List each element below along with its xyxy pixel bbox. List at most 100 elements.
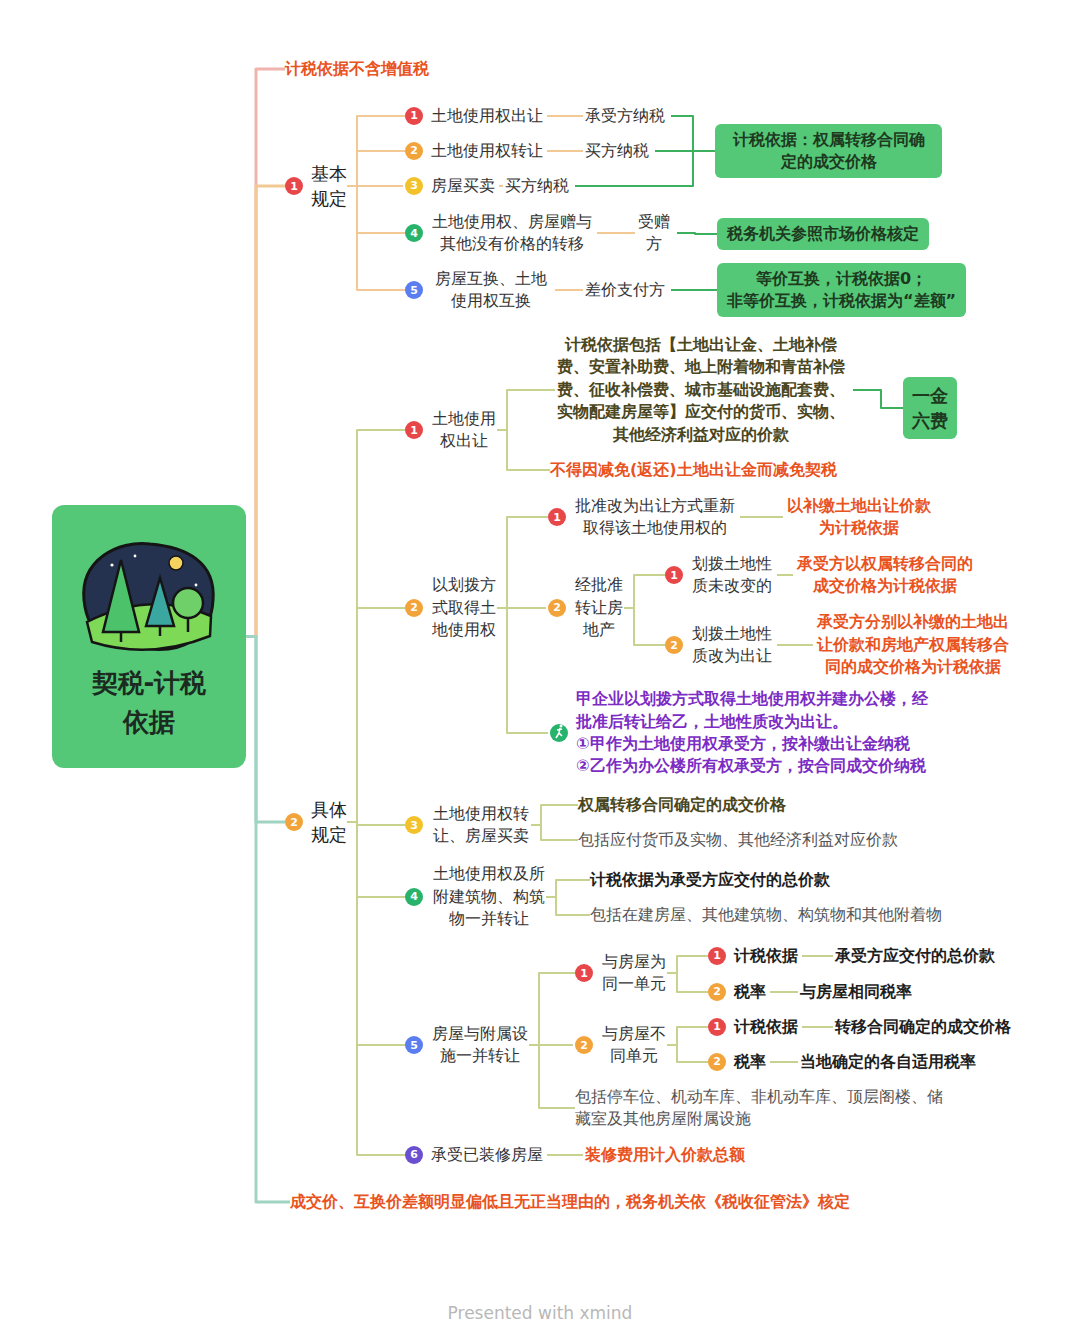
branch-line — [347, 822, 405, 1045]
topic-text-group: 包括应付货币及实物、其他经济利益对应价款 — [578, 829, 898, 851]
topic-text-group: 承受方分别以补缴的土地出让价款和房地产权属转移合同的成交价格为计税依据 — [815, 611, 1011, 678]
branch-line — [531, 805, 578, 825]
topic-text: 与房屋不同单元 — [601, 1023, 667, 1068]
topic-text: 包括在建房屋、其他建筑物、构筑物和其他附着物 — [590, 904, 942, 926]
topic-node: 2 经批准转让房地产 — [548, 574, 624, 641]
topic-text: 权属转移合同确定的成交价格 — [578, 794, 786, 816]
topic-text: 与房屋相同税率 — [800, 981, 912, 1003]
branch-line — [497, 390, 555, 430]
topic-text-group: 土地使用权、房屋赠与其他没有价格的转移 — [431, 211, 593, 256]
callout-number: 2 — [548, 599, 566, 617]
topic-text: 等价互换，计税依据0； — [727, 268, 956, 290]
branch-line — [246, 69, 285, 637]
topic-text-group: 税务机关参照市场价格核定 — [727, 223, 919, 245]
topic-text: 税率 — [734, 981, 766, 1003]
topic-text-group: 一金六费 — [911, 383, 949, 433]
branch-line — [546, 880, 590, 897]
summary-bracket — [671, 116, 715, 151]
topic-text-group: 差价支付方 — [585, 279, 665, 301]
topic-text-group: 以补缴土地出让价款为计税依据 — [785, 495, 933, 540]
callout-number: 2 — [708, 983, 726, 1001]
topic-node: 不得因减免(返还)土地出让金而减免契税 — [550, 459, 837, 481]
topic-node: 转移合同确定的成交价格 — [835, 1016, 1011, 1038]
topic-text-group: 承受方以权属转移合同的成交价格为计税依据 — [795, 553, 975, 598]
branch-line — [546, 897, 590, 915]
topic-text: 当地确定的各自适用税率 — [800, 1051, 976, 1073]
branch-line — [547, 150, 583, 152]
topic-text: 经批准转让房地产 — [574, 574, 624, 641]
topic-text-group: 买方纳税 — [505, 175, 569, 197]
topic-text-group: 土地使用权转让、房屋买卖 — [431, 803, 531, 848]
topic-text-group: 成交价、互换价差额明显偏低且无正当理由的，税务机关依《税收征管法》核定 — [290, 1191, 850, 1213]
topic-node: 1计税依据 — [708, 945, 798, 967]
topic-node: 计税依据包括【土地出让金、土地补偿费、安置补助费、地上附着物和青苗补偿费、征收补… — [555, 334, 847, 446]
topic-text: 计税依据 — [734, 1016, 798, 1038]
topic-text: 受赠方 — [637, 211, 671, 256]
callout-number: 1 — [665, 566, 683, 584]
topic-node: 承受方纳税 — [585, 105, 665, 127]
topic-node: 2 与房屋不同单元 — [575, 1023, 667, 1068]
topic-node: 3房屋买卖 — [405, 175, 495, 197]
branch-line — [802, 955, 833, 957]
branch-line — [347, 151, 405, 186]
branch-line — [667, 956, 708, 973]
topic-node: 承受方应交付的总价款 — [835, 945, 995, 967]
topic-node: 2土地使用权转让 — [405, 140, 543, 162]
topic-node: 包括应付货币及实物、其他经济利益对应价款 — [578, 829, 898, 851]
branch-line — [347, 430, 405, 822]
branch-line — [529, 1045, 575, 1108]
topic-text: 土地使用权及所附建筑物、构筑物一并转让 — [431, 863, 546, 930]
topic-text-group: 包括在建房屋、其他建筑物、构筑物和其他附着物 — [590, 904, 942, 926]
callout-number: 2 — [405, 142, 423, 160]
branch-line — [667, 1045, 708, 1062]
topic-text-group: 土地使用权出让 — [431, 105, 543, 127]
topic-text: 房屋互换、土地使用权互换 — [431, 268, 551, 313]
topic-text: 土地使用权转让、房屋买卖 — [431, 803, 531, 848]
branch-line — [531, 825, 578, 840]
topic-text: 具体规定 — [311, 797, 347, 847]
topic-node: 包括在建房屋、其他建筑物、构筑物和其他附着物 — [590, 904, 942, 926]
topic-node: 2划拨土地性质改为出让 — [665, 623, 773, 668]
summary-box: 一金六费 — [903, 377, 957, 439]
callout-number: 4 — [405, 888, 423, 906]
branch-line — [529, 973, 575, 1045]
topic-text-group: 土地使用权出让 — [431, 408, 497, 453]
topic-node: 承受方分别以补缴的土地出让价款和房地产权属转移合同的成交价格为计税依据 — [815, 611, 1011, 678]
summary-bracket — [671, 289, 717, 291]
branch-line — [777, 644, 813, 646]
topic-text: 装修费用计入价款总额 — [585, 1144, 745, 1166]
topic-text-group: 等价互换，计税依据0；非等价互换，计税依据为“差额” — [727, 268, 956, 313]
topic-text: 一金六费 — [911, 383, 949, 433]
summary-box: 等价互换，计税依据0；非等价互换，计税依据为“差额” — [717, 263, 966, 318]
root-box — [52, 505, 246, 768]
branch-line — [347, 822, 405, 1155]
callout-number: 1 — [405, 107, 423, 125]
topic-text: 以补缴土地出让价款为计税依据 — [785, 495, 933, 540]
summary-box: 计税依据：权属转移合同确定的成交价格 — [715, 124, 942, 179]
callout-number: 2 — [708, 1053, 726, 1071]
topic-node: 1 土地使用权出让 — [405, 105, 543, 127]
branch-line — [347, 116, 405, 186]
topic-text-group: 划拨土地性质未改变的 — [691, 553, 773, 598]
topic-text-group: 批准改为出让方式重新取得该土地使用权的 — [574, 495, 736, 540]
branch-line — [497, 608, 548, 733]
branch-line — [246, 637, 285, 823]
topic-text-group: 与房屋不同单元 — [601, 1023, 667, 1068]
topic-text-group: 承受已装修房屋 — [431, 1144, 543, 1166]
topic-text-group: 契税-计税依据 — [84, 664, 214, 742]
topic-node: 甲企业以划拨方式取得土地使用权并建办公楼，经批准后转让给乙，土地性质改为出让。①… — [548, 688, 938, 778]
branch-line — [347, 186, 405, 290]
topic-text-group: 装修费用计入价款总额 — [585, 1144, 745, 1166]
topic-text: 计税依据不含增值税 — [285, 58, 429, 80]
callout-number: 4 — [405, 224, 423, 242]
branch-line — [347, 186, 405, 233]
topic-text-group: 房屋互换、土地使用权互换 — [431, 268, 551, 313]
topic-node: 权属转移合同确定的成交价格 — [578, 794, 786, 816]
topic-text: 土地使用权出让 — [431, 408, 497, 453]
watermark: Presented with xmind — [0, 1303, 1080, 1323]
topic-text-group: 不得因减免(返还)土地出让金而减免契税 — [550, 459, 837, 481]
callout-number: 2 — [575, 1036, 593, 1054]
topic-node: 1与房屋为同一单元 — [575, 951, 667, 996]
callout-number: 3 — [405, 177, 423, 195]
summary-bracket — [853, 390, 903, 408]
